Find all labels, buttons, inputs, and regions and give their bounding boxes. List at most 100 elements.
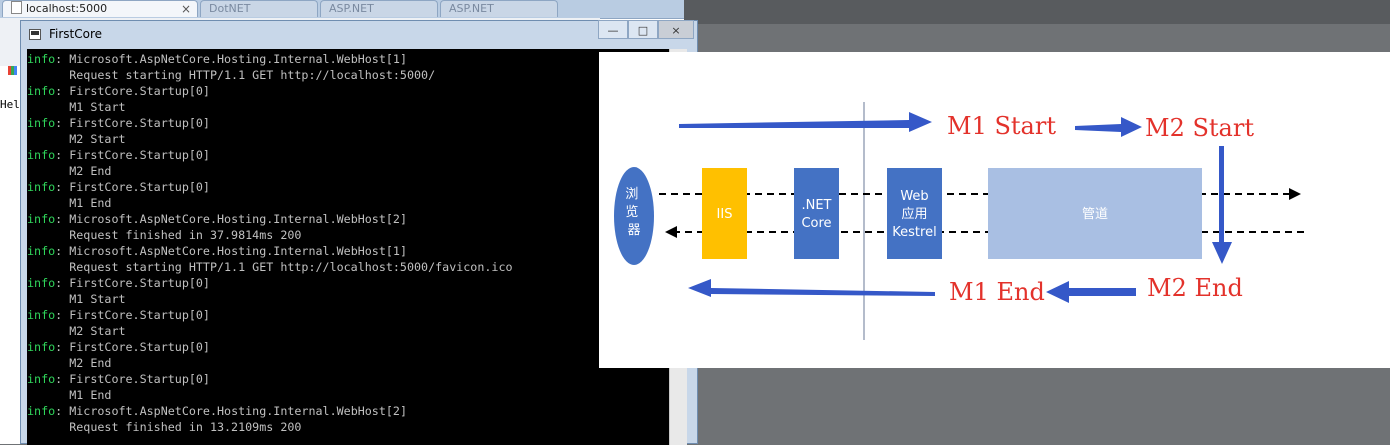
log-text: M1 Start: [27, 100, 126, 114]
apps-icon[interactable]: [8, 66, 17, 75]
log-text: M2 End: [27, 356, 112, 370]
console-line: info: Microsoft.AspNetCore.Hosting.Inter…: [27, 51, 669, 67]
ide-topbar: [684, 0, 1390, 24]
console-line: info: FirstCore.Startup[0]: [27, 307, 669, 323]
browser-node: [614, 167, 654, 265]
iis-label: IIS: [717, 207, 733, 222]
log-text: : Microsoft.AspNetCore.Hosting.Internal.…: [55, 212, 407, 226]
log-level: info: [27, 244, 56, 258]
m1-start-arrow: [679, 112, 932, 132]
log-text: Request starting HTTP/1.1 GET http://loc…: [27, 68, 436, 82]
log-text: M2 Start: [27, 132, 126, 146]
netcore-label-2: Core: [801, 216, 831, 231]
console-line: info: FirstCore.Startup[0]: [27, 179, 669, 195]
diagram-slide: 浏 览 器 IIS .NET Core Web 应用 Kestrel 管道 M1…: [599, 52, 1390, 368]
close-window-button[interactable]: ×: [658, 20, 694, 39]
log-text: Request finished in 37.9814ms 200: [27, 228, 302, 242]
log-level: info: [27, 372, 56, 386]
log-text: : FirstCore.Startup[0]: [55, 276, 210, 290]
console-titlebar[interactable]: FirstCore: [21, 21, 697, 49]
kestrel-label-1: Web: [900, 189, 928, 204]
browser-tab-title: ASP.NET: [449, 2, 494, 15]
log-text: : FirstCore.Startup[0]: [55, 148, 210, 162]
log-level: info: [27, 180, 56, 194]
console-line: M2 End: [27, 355, 669, 371]
browser-tab-title: ASP.NET: [329, 2, 374, 15]
page-icon: [11, 1, 22, 14]
pipeline-diagram: 浏 览 器 IIS .NET Core Web 应用 Kestrel 管道 M1…: [614, 102, 1304, 340]
log-text: M1 End: [27, 388, 112, 402]
browser-node-char: 览: [625, 204, 638, 220]
console-line: info: FirstCore.Startup[0]: [27, 83, 669, 99]
console-line: M1 End: [27, 387, 669, 403]
netcore-box: [794, 168, 839, 259]
browser-tab-dotnet[interactable]: DotNET: [200, 0, 318, 17]
log-text: M1 Start: [27, 292, 126, 306]
log-level: info: [27, 340, 56, 354]
log-text: Request starting HTTP/1.1 GET http://loc…: [27, 260, 513, 274]
m2-start-label: M2 Start: [1145, 114, 1254, 142]
browser-tab-title: localhost:5000: [26, 2, 108, 15]
log-text: : FirstCore.Startup[0]: [55, 372, 210, 386]
m1-end-arrow: [1046, 281, 1136, 303]
log-level: info: [27, 276, 56, 290]
log-level: info: [27, 308, 56, 322]
pipeline-label: 管道: [1082, 207, 1108, 222]
console-title: FirstCore: [49, 27, 103, 41]
console-window: FirstCore info: Microsoft.AspNetCore.Hos…: [20, 20, 698, 445]
log-text: M2 Start: [27, 324, 126, 338]
iis-box: [702, 168, 747, 259]
log-level: info: [27, 52, 56, 66]
log-level: info: [27, 116, 56, 130]
console-line: info: Microsoft.AspNetCore.Hosting.Inter…: [27, 403, 669, 419]
console-line: info: Microsoft.AspNetCore.Hosting.Inter…: [27, 211, 669, 227]
m2-end-label: M2 End: [1147, 274, 1243, 302]
browser-tab-aspnet[interactable]: ASP.NET: [320, 0, 438, 17]
console-line: info: FirstCore.Startup[0]: [27, 115, 669, 131]
m1-end-label: M1 End: [949, 278, 1045, 306]
console-line: M1 Start: [27, 291, 669, 307]
maximize-button[interactable]: □: [628, 20, 658, 39]
log-text: : Microsoft.AspNetCore.Hosting.Internal.…: [55, 404, 407, 418]
log-text: : FirstCore.Startup[0]: [55, 84, 210, 98]
netcore-label-1: .NET: [801, 198, 831, 213]
kestrel-label-3: Kestrel: [892, 225, 936, 240]
kestrel-box: [887, 168, 942, 259]
console-line: Request finished in 13.2109ms 200: [27, 419, 669, 435]
console-line: info: FirstCore.Startup[0]: [27, 147, 669, 163]
m2-down-arrow: [1212, 146, 1232, 264]
browser-tab-localhost[interactable]: localhost:5000 ×: [2, 0, 198, 17]
log-text: : FirstCore.Startup[0]: [55, 308, 210, 322]
console-line: Request finished in 37.9814ms 200: [27, 227, 669, 243]
log-text: : FirstCore.Startup[0]: [55, 180, 210, 194]
log-text: : Microsoft.AspNetCore.Hosting.Internal.…: [55, 244, 407, 258]
console-line: info: FirstCore.Startup[0]: [27, 339, 669, 355]
log-level: info: [27, 84, 56, 98]
browser-node-label: 浏 览 器: [625, 186, 642, 238]
page-body-text: Hel: [0, 98, 20, 111]
console-line: info: Microsoft.AspNetCore.Hosting.Inter…: [27, 243, 669, 259]
log-level: info: [27, 148, 56, 162]
console-line: M1 End: [27, 195, 669, 211]
console-line: info: FirstCore.Startup[0]: [27, 371, 669, 387]
console-line: M2 Start: [27, 131, 669, 147]
log-text: M1 End: [27, 196, 112, 210]
console-output: info: Microsoft.AspNetCore.Hosting.Inter…: [27, 49, 669, 445]
pipeline-box: [988, 168, 1202, 259]
log-text: M2 End: [27, 164, 112, 178]
console-line: M1 Start: [27, 99, 669, 115]
console-line: Request starting HTTP/1.1 GET http://loc…: [27, 259, 669, 275]
minimize-button[interactable]: —: [598, 20, 628, 39]
log-text: : FirstCore.Startup[0]: [55, 116, 210, 130]
browser-node-char: 浏: [625, 186, 638, 202]
log-text: : Microsoft.AspNetCore.Hosting.Internal.…: [55, 52, 407, 66]
close-icon[interactable]: ×: [180, 2, 191, 16]
m1-start-label: M1 Start: [947, 112, 1056, 140]
console-line: Request starting HTTP/1.1 GET http://loc…: [27, 67, 669, 83]
browser-node-char: 器: [627, 223, 640, 238]
console-line: M2 End: [27, 163, 669, 179]
browser-tab-title: DotNET: [209, 2, 251, 15]
browser-tab-aspnet-2[interactable]: ASP.NET: [440, 0, 558, 17]
console-line: info: FirstCore.Startup[0]: [27, 275, 669, 291]
log-level: info: [27, 404, 56, 418]
